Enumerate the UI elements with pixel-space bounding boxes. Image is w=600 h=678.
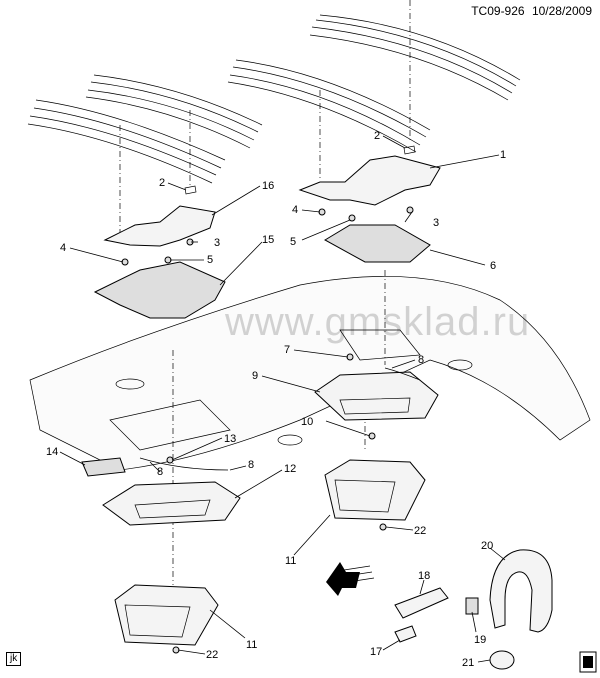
callout-4: 4 [60, 242, 66, 254]
callout-11: 11 [285, 555, 296, 567]
callout-16: 16 [262, 180, 274, 192]
front-arrow-icon [326, 562, 375, 596]
mounting-plate-part-6 [323, 224, 431, 263]
corner-label: jk [6, 652, 22, 666]
callout-2: 2 [159, 177, 165, 189]
callout-19: 19 [474, 634, 486, 646]
callout-12: 12 [284, 463, 296, 475]
diagram-code: TC09-926 [471, 4, 525, 18]
manufacturer-logo-icon [579, 651, 597, 673]
console-frame-part-12 [102, 481, 241, 526]
callout-5: 5 [290, 236, 296, 248]
callout-20: 20 [481, 540, 493, 552]
callout-7: 7 [284, 344, 290, 356]
console-frame-part-9 [314, 371, 439, 421]
callout-22: 22 [206, 649, 218, 661]
callout-3: 3 [433, 217, 439, 229]
bracket-part-16 [103, 205, 216, 247]
headliner [29, 276, 591, 471]
watermark: www.gmsklad.ru [225, 300, 531, 344]
callout-22: 22 [414, 525, 426, 537]
cushion-part-21 [489, 650, 515, 670]
callout-15: 15 [262, 234, 274, 246]
callout-13: 13 [224, 433, 236, 445]
callout-14: 14 [46, 446, 58, 458]
callout-4: 4 [292, 204, 298, 216]
battery-cover-part-17 [394, 625, 417, 643]
leader-lines [59, 135, 506, 663]
callout-9: 9 [252, 370, 258, 382]
mounting-plate-part-15 [93, 261, 226, 319]
callout-8: 8 [248, 459, 254, 471]
bracket-part-1 [298, 155, 441, 206]
callout-3: 3 [214, 237, 220, 249]
center-lines [119, 0, 411, 585]
callout-10: 10 [301, 416, 313, 428]
callout-6: 6 [490, 260, 496, 272]
callout-8: 8 [418, 354, 424, 366]
ear-pad-part-19 [465, 597, 479, 615]
overhead-monitor-part-11-right [324, 459, 426, 521]
control-module-part-14 [81, 457, 126, 477]
roof-bows [27, 14, 521, 184]
headphones-part-20 [489, 549, 553, 633]
callout-18: 18 [418, 570, 430, 582]
callout-17: 17 [370, 646, 382, 658]
callout-labels: 1 2 2 3 3 4 4 5 5 6 7 8 8 8 9 10 11 11 1… [46, 130, 506, 669]
callout-21: 21 [462, 657, 474, 669]
callout-2: 2 [374, 130, 380, 142]
remote-part-18 [394, 587, 449, 619]
callout-8: 8 [157, 466, 163, 478]
callout-5: 5 [207, 254, 213, 266]
diagram-header: TC09-926 10/28/2009 [471, 4, 592, 18]
diagram-date: 10/28/2009 [531, 4, 592, 18]
callout-1: 1 [500, 149, 506, 161]
callout-11: 11 [246, 639, 257, 651]
overhead-monitor-part-11-left [114, 584, 219, 646]
